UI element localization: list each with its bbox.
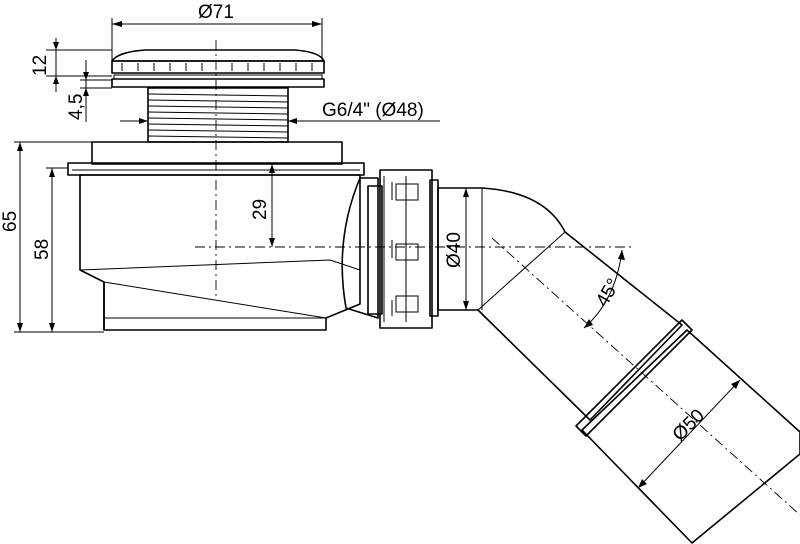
dim-outlet-diameter: Ø40 [444,188,469,310]
union-nut [367,169,439,329]
dim-thread: G6/4" (Ø48) [120,100,440,124]
center-lines [195,40,800,516]
dim-cap-height: 12 [30,38,112,92]
dim-body-height: 58 [32,167,68,332]
dim-elbow-angle: 45° [583,249,625,329]
dim-cap-height-label: 12 [30,55,51,76]
dim-elbow-angle-label: 45° [592,275,625,310]
dim-outlet-center-height-label: 29 [250,199,271,220]
dim-total-height: 65 [0,141,104,333]
dim-flange-gap: 4,5 [66,60,112,122]
dim-cap-diameter-label: Ø71 [198,2,234,23]
thread-section [147,87,289,143]
drain-cap [111,49,325,88]
dim-flange-gap-label: 4,5 [66,94,87,120]
drain-body [67,141,379,331]
dim-total-height-label: 65 [0,211,21,232]
elbow-pipe [437,187,800,544]
dim-thread-label: G6/4" (Ø48) [322,100,424,121]
dim-pipe-diameter: Ø50 [637,379,741,489]
dim-body-height-label: 58 [32,239,53,260]
dim-cap-diameter: Ø71 [111,2,323,60]
dim-outlet-center-height: 29 [250,164,275,247]
dim-outlet-diameter-label: Ø40 [444,232,465,268]
dim-pipe-diameter-label: Ø50 [669,405,709,445]
